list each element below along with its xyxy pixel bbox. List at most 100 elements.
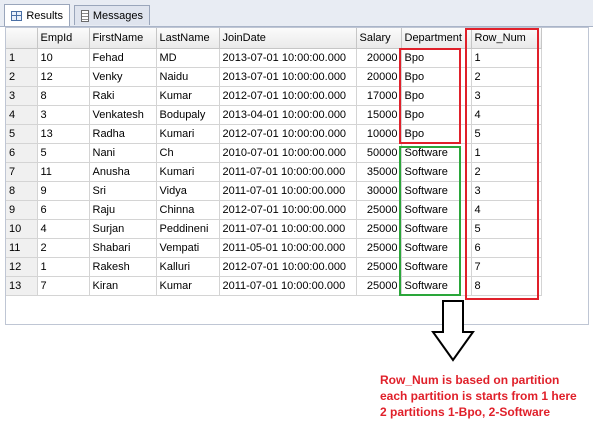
lastname-cell[interactable]: Vempati [156, 238, 220, 258]
salary-cell[interactable]: 25000 [356, 238, 402, 258]
empid-cell[interactable]: 9 [37, 181, 90, 201]
lastname-cell[interactable]: Kalluri [156, 257, 220, 277]
firstname-header[interactable]: FirstName [89, 28, 157, 49]
lastname-cell[interactable]: Kumari [156, 124, 220, 144]
row-number-cell[interactable]: 2 [6, 67, 38, 87]
department-cell[interactable]: Software [401, 143, 472, 163]
salary-cell[interactable]: 10000 [356, 124, 402, 144]
row-num-cell[interactable]: 6 [471, 238, 542, 258]
empid-cell[interactable]: 12 [37, 67, 90, 87]
empid-cell[interactable]: 1 [37, 257, 90, 277]
lastname-cell[interactable]: Peddineni [156, 219, 220, 239]
empid-cell[interactable]: 8 [37, 86, 90, 106]
row-number-cell[interactable]: 3 [6, 86, 38, 106]
row-num-cell[interactable]: 2 [471, 67, 542, 87]
lastname-cell[interactable]: Bodupaly [156, 105, 220, 125]
row-num-cell[interactable]: 8 [471, 276, 542, 296]
joindate-cell[interactable]: 2011-05-01 10:00:00.000 [219, 238, 357, 258]
firstname-cell[interactable]: Raki [89, 86, 157, 106]
department-cell[interactable]: Bpo [401, 105, 472, 125]
joindate-header[interactable]: JoinDate [219, 28, 357, 49]
row-number-cell[interactable]: 1 [6, 48, 38, 68]
row-num-cell[interactable]: 4 [471, 200, 542, 220]
firstname-cell[interactable]: Venkatesh [89, 105, 157, 125]
joindate-cell[interactable]: 2012-07-01 10:00:00.000 [219, 257, 357, 277]
joindate-cell[interactable]: 2012-07-01 10:00:00.000 [219, 124, 357, 144]
department-cell[interactable]: Software [401, 238, 472, 258]
department-cell[interactable]: Software [401, 181, 472, 201]
joindate-cell[interactable]: 2011-07-01 10:00:00.000 [219, 181, 357, 201]
row-num-cell[interactable]: 3 [471, 181, 542, 201]
joindate-cell[interactable]: 2013-04-01 10:00:00.000 [219, 105, 357, 125]
lastname-cell[interactable]: MD [156, 48, 220, 68]
department-cell[interactable]: Software [401, 162, 472, 182]
row-num-cell[interactable]: 4 [471, 105, 542, 125]
department-cell[interactable]: Bpo [401, 67, 472, 87]
row-number-cell[interactable]: 12 [6, 257, 38, 277]
lastname-header[interactable]: LastName [156, 28, 220, 49]
tab-results[interactable]: Results [4, 4, 70, 26]
firstname-cell[interactable]: Kiran [89, 276, 157, 296]
firstname-cell[interactable]: Sri [89, 181, 157, 201]
salary-header[interactable]: Salary [356, 28, 402, 49]
joindate-cell[interactable]: 2012-07-01 10:00:00.000 [219, 86, 357, 106]
firstname-cell[interactable]: Radha [89, 124, 157, 144]
joindate-cell[interactable]: 2011-07-01 10:00:00.000 [219, 219, 357, 239]
department-cell[interactable]: Software [401, 257, 472, 277]
empid-cell[interactable]: 3 [37, 105, 90, 125]
empid-header[interactable]: EmpId [37, 28, 90, 49]
firstname-cell[interactable]: Venky [89, 67, 157, 87]
row-number-cell[interactable]: 6 [6, 143, 38, 163]
empid-cell[interactable]: 10 [37, 48, 90, 68]
lastname-cell[interactable]: Kumar [156, 86, 220, 106]
joindate-cell[interactable]: 2012-07-01 10:00:00.000 [219, 200, 357, 220]
department-cell[interactable]: Bpo [401, 124, 472, 144]
salary-cell[interactable]: 50000 [356, 143, 402, 163]
joindate-cell[interactable]: 2011-07-01 10:00:00.000 [219, 276, 357, 296]
empid-cell[interactable]: 2 [37, 238, 90, 258]
row-num-cell[interactable]: 1 [471, 48, 542, 68]
department-cell[interactable]: Software [401, 276, 472, 296]
row-number-cell[interactable]: 11 [6, 238, 38, 258]
lastname-cell[interactable]: Kumar [156, 276, 220, 296]
department-cell[interactable]: Bpo [401, 86, 472, 106]
tab-messages[interactable]: Messages [74, 5, 150, 25]
row-number-cell[interactable]: 10 [6, 219, 38, 239]
firstname-cell[interactable]: Anusha [89, 162, 157, 182]
salary-cell[interactable]: 35000 [356, 162, 402, 182]
row-number-cell[interactable]: 7 [6, 162, 38, 182]
lastname-cell[interactable]: Vidya [156, 181, 220, 201]
empid-cell[interactable]: 7 [37, 276, 90, 296]
department-header[interactable]: Department [401, 28, 472, 49]
lastname-cell[interactable]: Kumari [156, 162, 220, 182]
firstname-cell[interactable]: Surjan [89, 219, 157, 239]
lastname-cell[interactable]: Chinna [156, 200, 220, 220]
firstname-cell[interactable]: Raju [89, 200, 157, 220]
lastname-cell[interactable]: Ch [156, 143, 220, 163]
firstname-cell[interactable]: Rakesh [89, 257, 157, 277]
joindate-cell[interactable]: 2010-07-01 10:00:00.000 [219, 143, 357, 163]
row-number-cell[interactable]: 5 [6, 124, 38, 144]
salary-cell[interactable]: 17000 [356, 86, 402, 106]
firstname-cell[interactable]: Shabari [89, 238, 157, 258]
salary-cell[interactable]: 25000 [356, 257, 402, 277]
row-num-cell[interactable]: 2 [471, 162, 542, 182]
empid-cell[interactable]: 13 [37, 124, 90, 144]
salary-cell[interactable]: 25000 [356, 276, 402, 296]
firstname-cell[interactable]: Nani [89, 143, 157, 163]
empid-cell[interactable]: 6 [37, 200, 90, 220]
row-num-cell[interactable]: 3 [471, 86, 542, 106]
row-num-cell[interactable]: 7 [471, 257, 542, 277]
lastname-cell[interactable]: Naidu [156, 67, 220, 87]
empid-cell[interactable]: 5 [37, 143, 90, 163]
